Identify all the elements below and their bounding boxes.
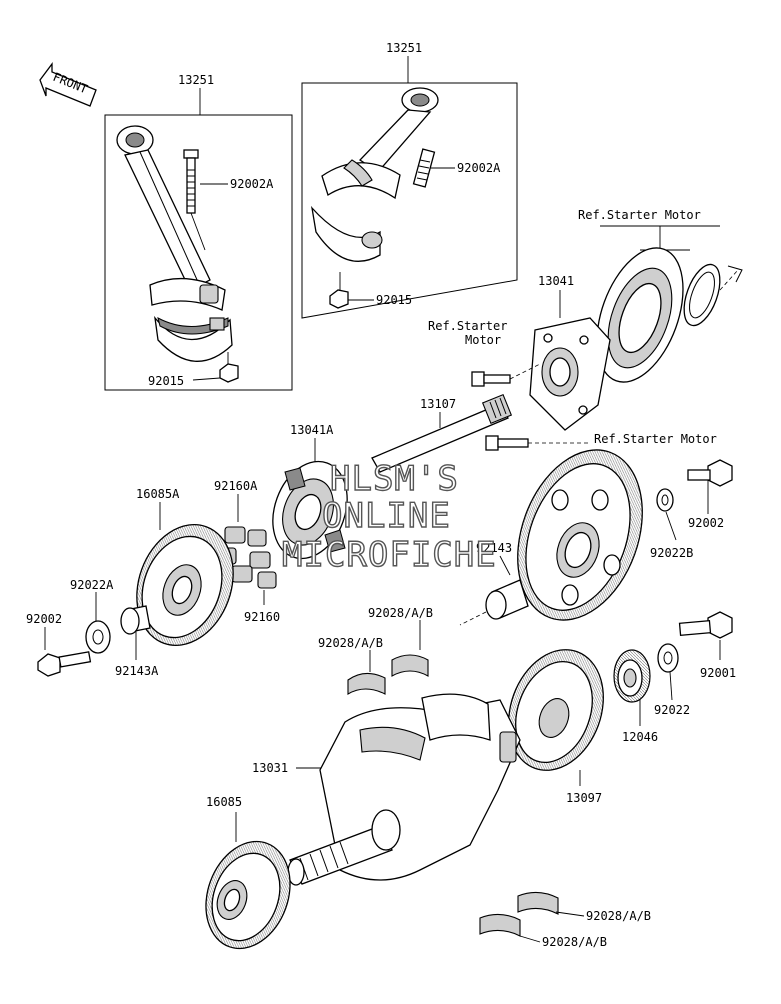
label-bearing-lower-2: 92028/A/B <box>542 935 607 949</box>
bolt-far-left <box>37 651 92 677</box>
label-damper-a: 92160A <box>214 479 258 493</box>
label-washer-left: 92022A <box>70 578 114 592</box>
watermark-line-1: HLSM'S <box>330 459 459 499</box>
label-clutch-housing: 13041 <box>538 274 574 288</box>
label-damper: 92160 <box>244 610 280 624</box>
label-bolt-right: 92002A <box>457 161 501 175</box>
label-bushing-left: 92143A <box>115 664 159 678</box>
conrod-box-right: 13251 <box>301 41 518 319</box>
front-arrow-icon: FRONT <box>39 62 97 107</box>
gear-bottom <box>205 840 291 950</box>
label-conrod-assy-right: 13251 <box>386 41 422 55</box>
label-bearing-lower-1: 92028/A/B <box>586 909 651 923</box>
label-bushing-mid: 92143 <box>476 541 512 555</box>
large-gear <box>508 649 604 786</box>
bushing-mid <box>459 579 529 626</box>
label-bearing-upper-2: 92028/A/B <box>318 636 383 650</box>
label-bolt-left: 92002A <box>230 177 274 191</box>
washer-right-low <box>657 643 679 701</box>
label-gear-left: 16085A <box>136 487 180 501</box>
label-shaft: 13107 <box>420 397 456 411</box>
washer-right-top <box>656 488 677 541</box>
label-bearing-upper-1: 92028/A/B <box>368 606 433 620</box>
conrod-right <box>310 87 439 309</box>
label-small-gear: 12046 <box>622 730 658 744</box>
label-ref-starter-right: Ref.Starter Motor <box>594 432 717 446</box>
label-bolt-right-low: 92001 <box>700 666 736 680</box>
bolt-right-low <box>678 611 733 660</box>
label-ref-starter-mid-1: Ref.Starter <box>428 319 507 333</box>
gear-left <box>136 524 234 646</box>
clutch-housing: 13041 <box>529 274 611 431</box>
starter-clutch <box>596 247 743 383</box>
label-ref-starter-top: Ref.Starter Motor <box>578 208 701 222</box>
bushing-left <box>120 605 151 635</box>
label-gear-bottom: 16085 <box>206 795 242 809</box>
conrod-box-left: 13251 <box>104 73 293 391</box>
label-bolt-far-left: 92002 <box>26 612 62 626</box>
clutch-inner <box>272 460 348 560</box>
starter-driven-gear <box>517 449 643 621</box>
starter-bolt-1 <box>471 363 541 387</box>
label-conrod-assy-left: 13251 <box>178 73 214 87</box>
label-ref-starter-mid-2: Motor <box>465 333 501 347</box>
shaft <box>371 393 513 473</box>
label-nut-right: 92015 <box>376 293 412 307</box>
starter-bolt-2 <box>485 435 590 451</box>
bearing-upper <box>347 654 429 695</box>
label-clutch-inner: 13041A <box>290 423 334 437</box>
label-nut-left: 92015 <box>148 374 184 388</box>
label-bolt-right-top: 92002 <box>688 516 724 530</box>
label-washer-right-low: 92022 <box>654 703 690 717</box>
bolt-right-top <box>687 459 733 514</box>
watermark: HLSM'S ONLINE MICROFICHE <box>281 458 497 575</box>
watermark-line-3: MICROFICHE <box>282 535 497 575</box>
bearing-lower <box>479 891 559 937</box>
label-large-gear: 13097 <box>566 791 602 805</box>
crankshaft <box>287 693 521 886</box>
label-washer-right-top: 92022B <box>650 546 693 560</box>
small-gear <box>613 649 651 726</box>
label-crankshaft: 13031 <box>252 761 288 775</box>
conrod-left <box>116 125 239 383</box>
watermark-line-2: ONLINE <box>322 496 451 536</box>
washer-left <box>85 620 111 654</box>
